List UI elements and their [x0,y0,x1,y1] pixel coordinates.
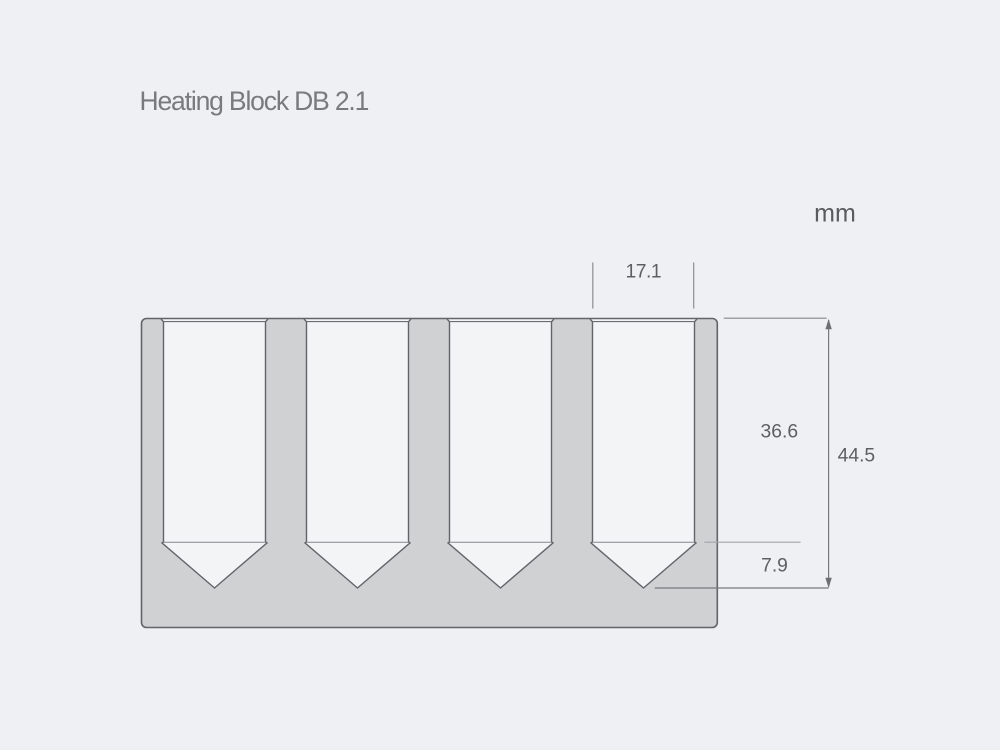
svg-text:44.5: 44.5 [838,446,876,467]
svg-text:17.1: 17.1 [626,262,662,283]
svg-text:mm: mm [814,200,856,228]
svg-text:36.6: 36.6 [761,422,799,443]
svg-text:7.9: 7.9 [761,555,788,576]
svg-text:Heating Block DB 2.1: Heating Block DB 2.1 [140,86,369,116]
